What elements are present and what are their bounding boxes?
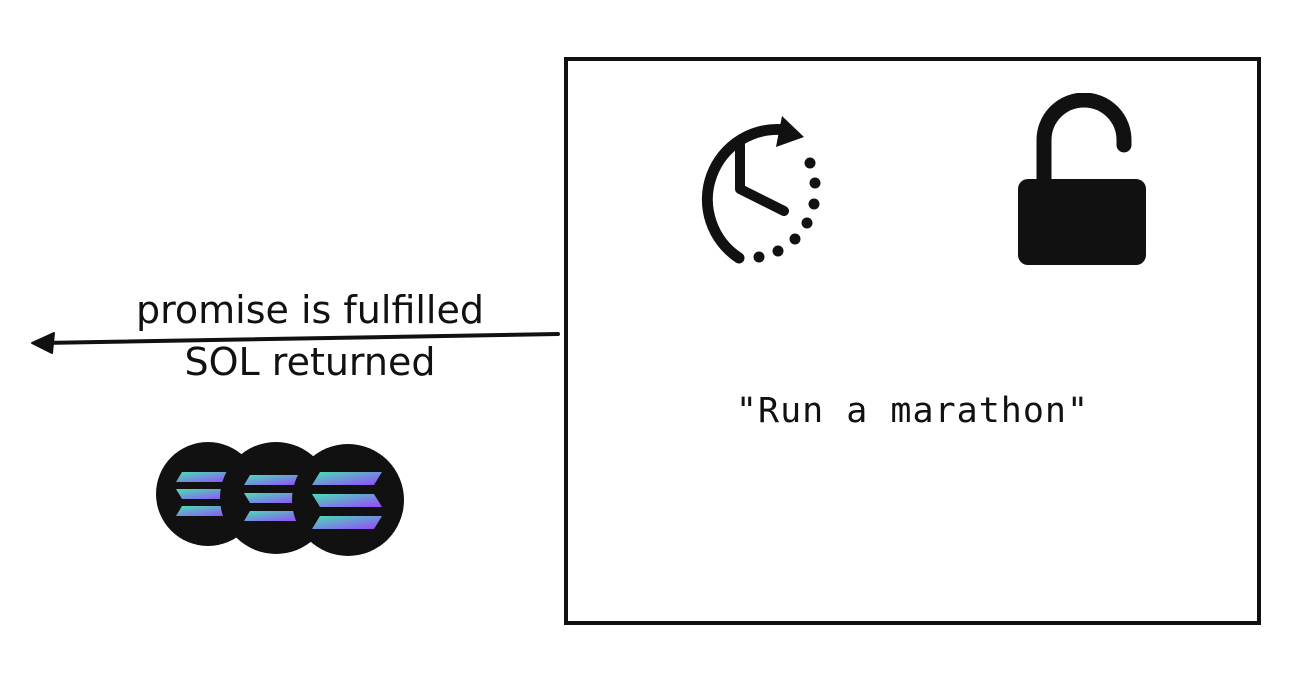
arrow-label-fulfilled: promise is fulfilled bbox=[136, 288, 484, 332]
return-arrow-line bbox=[40, 332, 560, 345]
arrow-label-returned: SOL returned bbox=[184, 340, 436, 384]
clock-countdown-icon bbox=[701, 116, 821, 264]
goal-text: "Run a marathon" bbox=[735, 391, 1090, 431]
sol-coins bbox=[156, 442, 404, 556]
unlocked-padlock-icon bbox=[1018, 93, 1146, 265]
return-arrow-head bbox=[31, 332, 55, 354]
solana-coin-icon bbox=[292, 444, 404, 556]
